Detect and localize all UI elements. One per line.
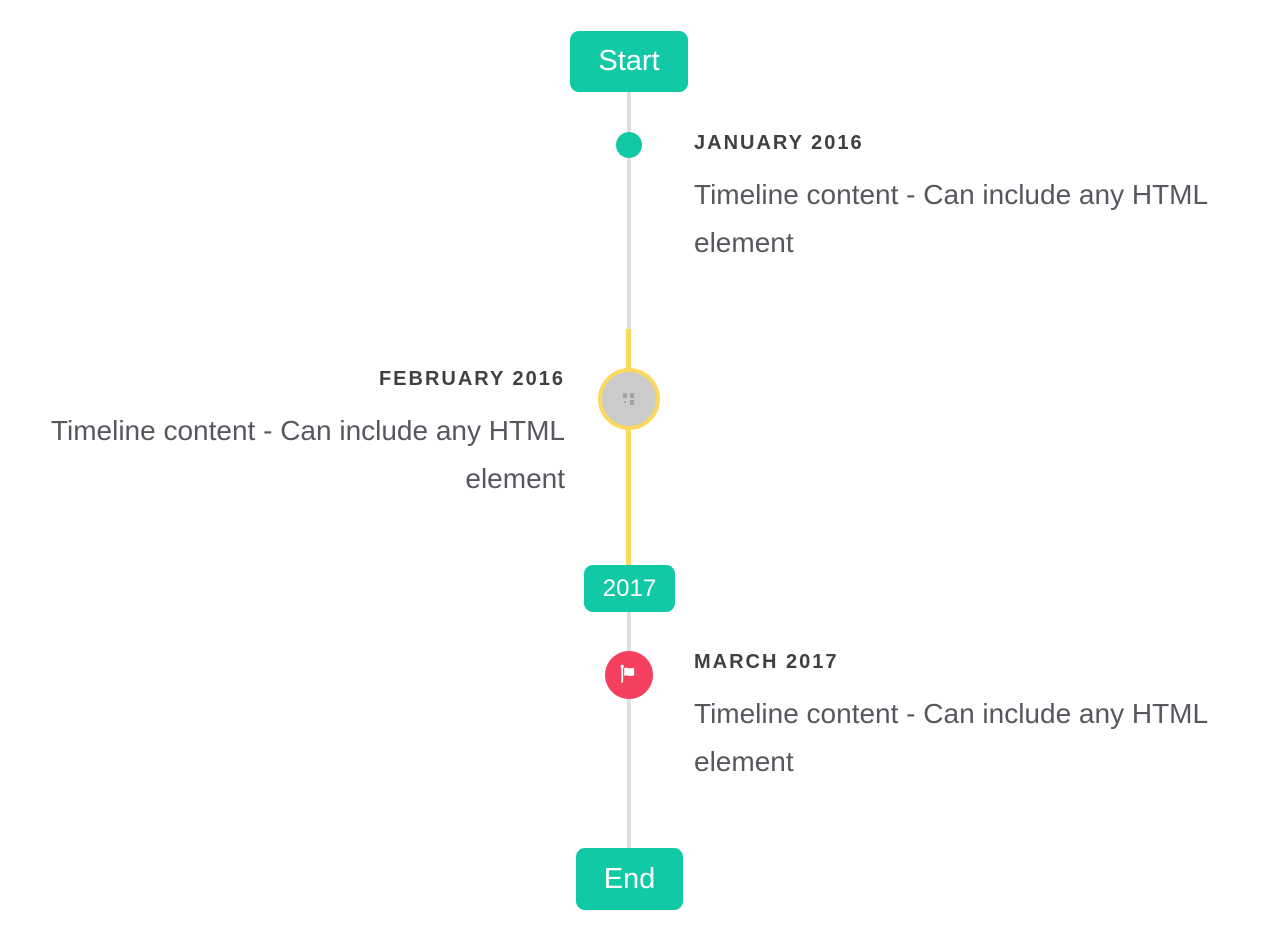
item-title: JANUARY 2016 [694,132,864,154]
item-content: Timeline content - Can include any HTML … [50,415,565,494]
item-content: Timeline content - Can include any HTML … [694,698,1208,777]
broken-image-icon [619,390,639,408]
timeline-item-march: MARCH 2017 Timeline content - Can includ… [694,652,1239,786]
timeline-line-segment-highlighted [626,329,631,565]
timeline-line-segment-bottom [627,612,631,848]
end-badge[interactable]: End [576,848,683,910]
item-title: FEBRUARY 2016 [378,368,565,390]
march-flag-marker [605,651,653,699]
item-content: Timeline content - Can include any HTML … [694,179,1208,258]
year-2017-badge[interactable]: 2017 [584,565,675,612]
timeline-line-segment-top [627,92,631,329]
timeline-item-february: FEBRUARY 2016 Timeline content - Can inc… [20,369,565,503]
item-title: MARCH 2017 [694,651,839,673]
february-image-marker [598,368,660,430]
timeline-item-january: JANUARY 2016 Timeline content - Can incl… [694,133,1239,267]
start-badge[interactable]: Start [570,31,688,92]
january-dot-marker [616,132,642,158]
flag-icon [617,663,641,687]
